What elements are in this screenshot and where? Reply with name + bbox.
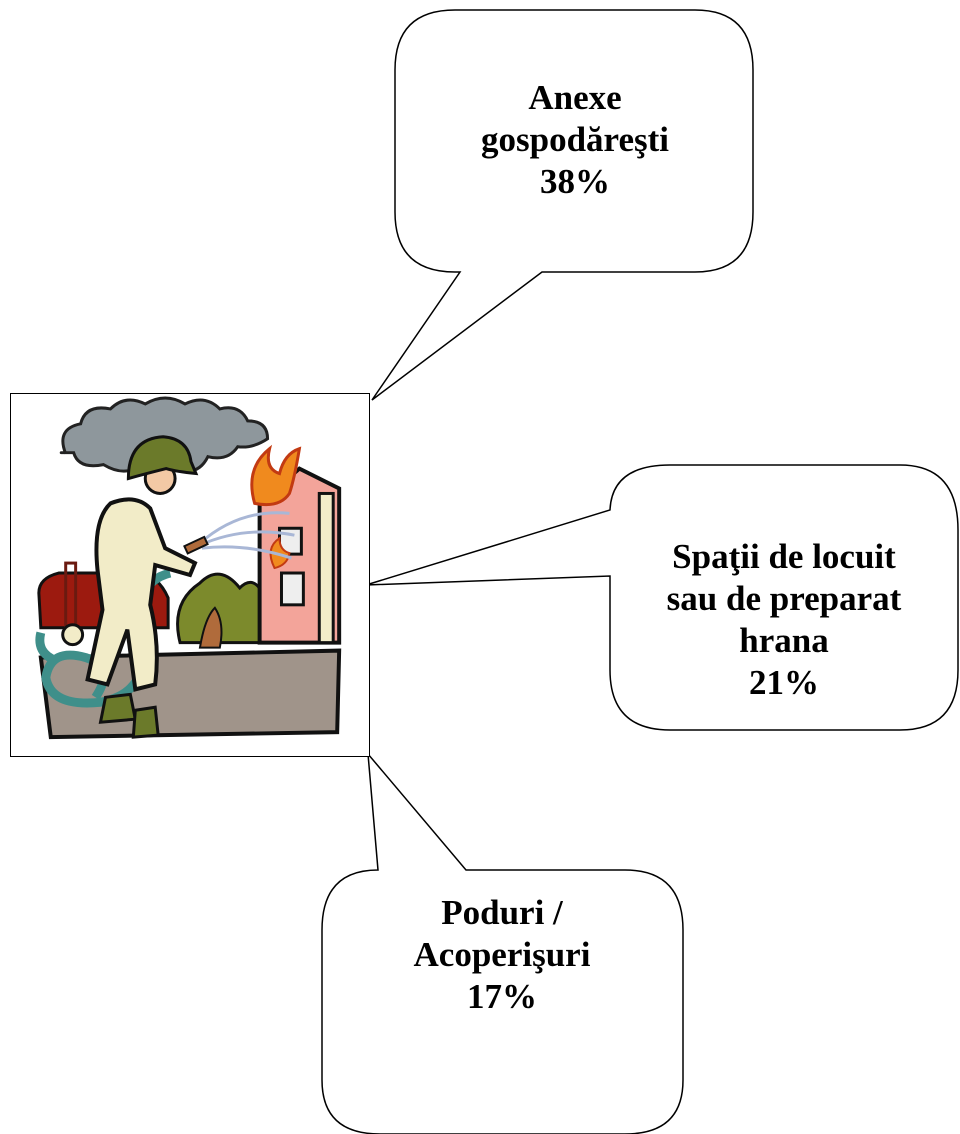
callout-percentage: 17% [467,977,537,1016]
callout-line: gospodăreşti [481,120,669,159]
callout-line: hrana [739,621,829,660]
callout-line: Poduri / [441,893,563,932]
firefighter-picture [10,393,370,757]
callout-anexe-gospodaresti: Anexe gospodăreşti 38% [400,70,750,210]
firefighter-body-icon [85,497,198,692]
callout-bubble-top [371,9,754,401]
callout-line: sau de preparat [666,579,902,618]
callout-line: Anexe [528,78,622,117]
callout-line: Acoperişuri [413,935,591,974]
water-spray-icon [198,511,295,560]
callout-poduri-acoperisuri: Poduri / Acoperişuri 17% [322,880,682,1030]
firefighter-clipart-icon [35,396,342,740]
ground-icon [38,648,342,740]
bush-icon [176,572,272,645]
callout-spatii-de-locuit: Spaţii de locuit sau de preparat hrana 2… [612,530,956,710]
callout-percentage: 38% [540,162,610,201]
callout-percentage: 21% [749,663,819,702]
callout-line: Spaţii de locuit [672,537,896,576]
callout-bubble-right [365,464,959,731]
smoke-cloud-icon [59,396,270,474]
helmet-icon [126,435,199,481]
flame-icon [250,444,302,507]
